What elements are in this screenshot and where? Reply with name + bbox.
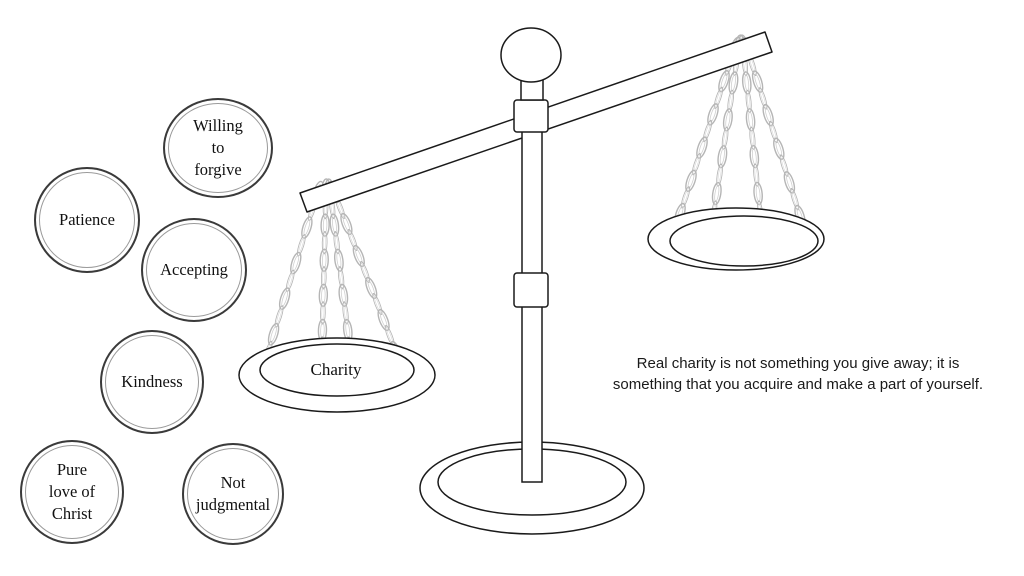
scale-pole [500,27,562,483]
chain-link [770,136,787,162]
chain-link [705,102,721,127]
virtue-label: Accepting [160,260,228,279]
chain-link [287,250,304,276]
virtue-willing-to-forgive: Willing to forgive [163,98,273,198]
chain-link [694,135,710,160]
chain-link [370,292,385,316]
left-pan [238,337,436,413]
right-pan [647,207,825,271]
chain-link [760,102,777,128]
virtue-label: Willing to forgive [193,116,243,179]
chain-link [358,260,372,284]
virtue-label: Not judgmental [195,473,271,514]
virtue-label: Pure love of Christ [48,460,96,523]
chain-link [265,321,282,347]
pan-label-charity: Charity [310,360,362,379]
virtue-patience: Patience [34,167,140,273]
chain-link [683,168,699,194]
virtue-kindness: Kindness [100,330,204,434]
charity-quote: Real charity is not something you give a… [612,355,984,393]
chain-link [276,286,293,312]
virtue-label: Patience [59,210,115,229]
virtue-pure-love-of-christ: Pure love of Christ [20,440,124,544]
virtue-not-judgmental: Not judgmental [182,443,284,545]
chain-link [345,228,360,252]
chain-link [299,215,315,240]
chain-link [319,248,330,273]
left-chains [261,177,405,365]
chain-link [781,170,798,195]
virtue-accepting: Accepting [141,218,247,322]
chain-link [749,69,766,94]
chain-link [318,283,329,308]
virtue-label: Kindness [121,372,183,391]
chain-link [320,213,331,237]
